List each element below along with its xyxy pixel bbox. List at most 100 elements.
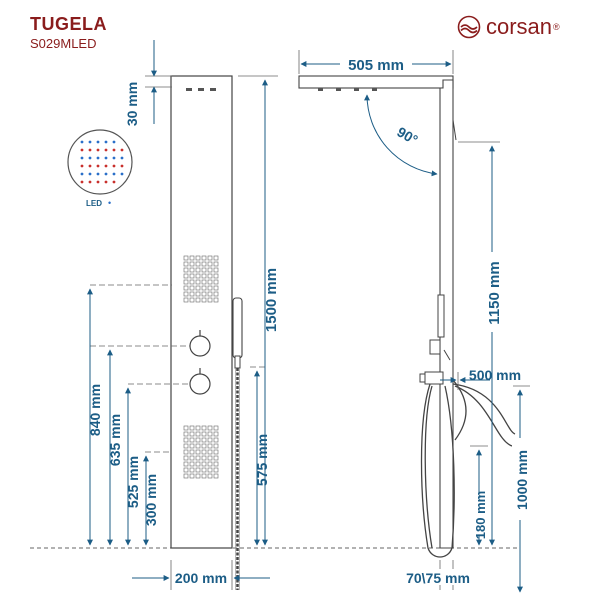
jet-nozzle (213, 467, 219, 473)
dim-label-200mm: 200 mm (175, 570, 227, 586)
diverter-knob (189, 373, 211, 395)
dim-70-75mm: 70\75 mm (398, 560, 478, 590)
led-nozzle-dot (104, 148, 108, 152)
jet-nozzle (207, 431, 213, 437)
dim-300mm: 300 mm (143, 455, 159, 546)
led-nozzle-dot (80, 172, 84, 176)
front-panel (170, 75, 233, 549)
jet-nozzle (195, 467, 201, 473)
body-jets-upper (183, 255, 219, 303)
dim-label-180mm: 180 mm (473, 491, 488, 539)
led-nozzle-dot (112, 172, 116, 176)
jet-nozzle (183, 461, 189, 467)
jet-nozzle (183, 273, 189, 279)
jet-nozzle (189, 273, 195, 279)
jet-nozzle (213, 261, 219, 267)
jet-nozzle (195, 285, 201, 291)
jet-nozzle (213, 267, 219, 273)
led-nozzle-dot (104, 172, 108, 176)
body-jets-lower (183, 425, 219, 479)
jet-nozzle (213, 431, 219, 437)
jet-nozzle (183, 443, 189, 449)
jet-nozzle (213, 443, 219, 449)
dim-200mm: 200 mm (132, 560, 270, 590)
led-nozzle-dot (104, 180, 108, 184)
jet-nozzle (183, 285, 189, 291)
jet-nozzle (183, 297, 189, 303)
jet-nozzle (207, 279, 213, 285)
led-nozzle-dot (112, 156, 116, 160)
jet-nozzle (189, 261, 195, 267)
dim-1000mm: 1000 mm (512, 385, 530, 593)
jet-nozzle (189, 425, 195, 431)
led-nozzle-dot (104, 164, 108, 168)
jet-nozzle (195, 425, 201, 431)
dim-label-500mm: 500 mm (469, 367, 521, 383)
jet-nozzle (183, 255, 189, 261)
jet-nozzle (213, 437, 219, 443)
jet-nozzle (207, 267, 213, 273)
jet-nozzle (207, 473, 213, 479)
led-showerhead-detail: LED • (67, 129, 133, 208)
led-nozzle-dot (120, 148, 124, 152)
jet-nozzle (201, 273, 207, 279)
led-nozzle-dot (80, 180, 84, 184)
led-legend-label: LED (86, 199, 102, 208)
jet-nozzle (201, 279, 207, 285)
led-nozzle-dot (88, 140, 92, 144)
jet-nozzle (183, 267, 189, 273)
led-nozzle-dot (88, 164, 92, 168)
jet-nozzle (201, 267, 207, 273)
led-nozzle-dot (96, 140, 100, 144)
jet-nozzle (207, 437, 213, 443)
jet-nozzle (201, 291, 207, 297)
jet-nozzle (195, 455, 201, 461)
jet-nozzle (189, 255, 195, 261)
rain-nozzles (186, 88, 216, 91)
jet-nozzle (213, 425, 219, 431)
dim-525mm: 525 mm (125, 387, 141, 546)
jet-nozzle (183, 279, 189, 285)
jet-nozzle (195, 255, 201, 261)
dim-575mm: 575 mm (254, 370, 270, 546)
jet-nozzle (195, 261, 201, 267)
jet-nozzle (213, 297, 219, 303)
led-nozzle-dot (96, 172, 100, 176)
jet-nozzle (195, 473, 201, 479)
corsan-logo-icon (457, 15, 481, 39)
dim-label-1500mm: 1500 mm (263, 268, 280, 332)
led-nozzle-dot (88, 156, 92, 160)
led-nozzle-dot (120, 156, 124, 160)
dim-label-525mm: 525 mm (125, 456, 141, 508)
led-nozzle-dot (88, 172, 92, 176)
thermostat-knob (189, 335, 211, 357)
dim-180mm: 180 mm (470, 445, 488, 546)
jet-nozzle (183, 449, 189, 455)
jet-nozzle (189, 431, 195, 437)
jet-nozzle (195, 273, 201, 279)
led-nozzle-dot (80, 140, 84, 144)
jet-nozzle (189, 437, 195, 443)
jet-nozzle (201, 461, 207, 467)
jet-nozzle (207, 455, 213, 461)
jet-nozzle (195, 443, 201, 449)
brand-logo: corsan ® (456, 14, 560, 40)
jet-nozzle (201, 285, 207, 291)
jet-nozzle (207, 443, 213, 449)
jet-nozzle (201, 255, 207, 261)
dim-label-635mm: 635 mm (107, 414, 123, 466)
jet-nozzle (201, 297, 207, 303)
jet-nozzle (189, 467, 195, 473)
jet-nozzle (183, 425, 189, 431)
jet-nozzle (201, 455, 207, 461)
jet-nozzle (189, 279, 195, 285)
led-nozzle-dot (120, 164, 124, 168)
jet-nozzle (201, 431, 207, 437)
jet-nozzle (213, 291, 219, 297)
jet-nozzle (183, 437, 189, 443)
side-panel (298, 75, 457, 549)
jet-nozzle (183, 431, 189, 437)
jet-nozzle (195, 449, 201, 455)
jet-nozzle (189, 267, 195, 273)
jet-nozzle (195, 279, 201, 285)
